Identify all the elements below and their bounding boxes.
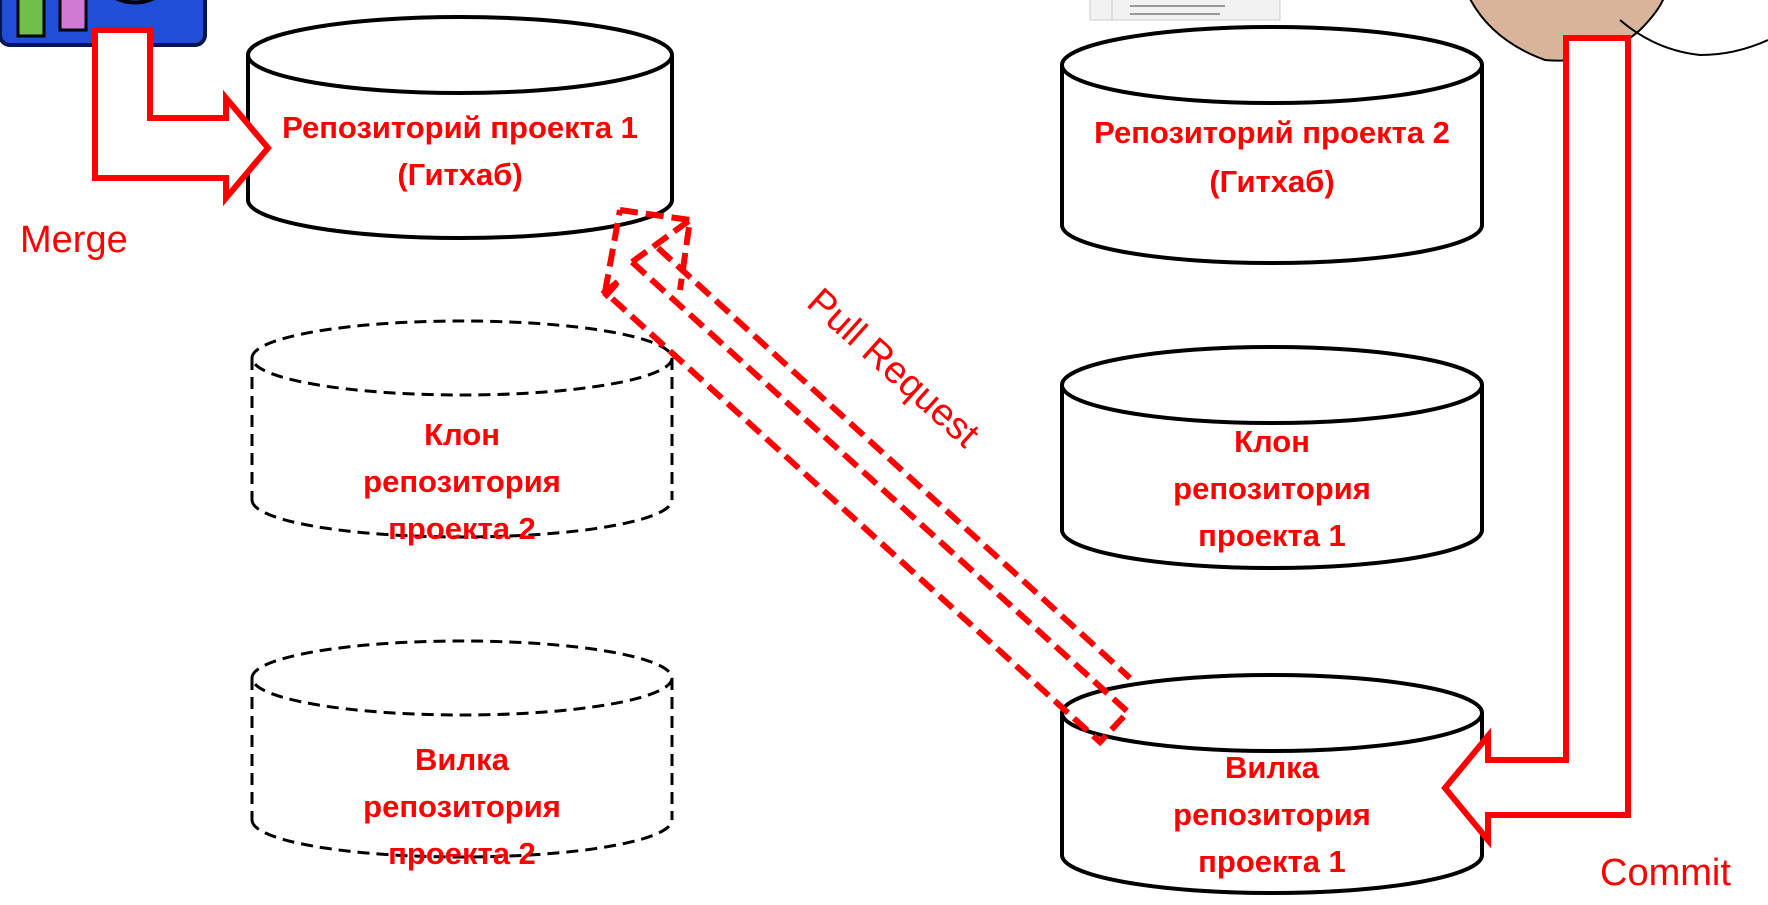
clone-project2-line-3: проекта 2 xyxy=(388,511,536,546)
clone-project1-line-1: Клон xyxy=(1234,424,1310,459)
clone-project1-line-3: проекта 1 xyxy=(1198,518,1346,553)
clone-project2-line-2: репозитория xyxy=(363,464,561,499)
repo-project2-line-2: (Гитхаб) xyxy=(1209,164,1334,199)
code-editor-icon xyxy=(1089,0,1281,21)
repo-project2-cylinder xyxy=(1060,25,1484,265)
pull-request-label: Pull Request xyxy=(799,280,988,456)
commit-label: Commit xyxy=(1600,852,1731,894)
merge-label: Merge xyxy=(20,219,128,261)
fork-project1-line-2: репозитория xyxy=(1173,797,1371,832)
fork-project2-label: Вилка репозитория проекта 2 xyxy=(363,742,561,871)
merge-arrow xyxy=(92,27,272,207)
commit-arrow xyxy=(1441,35,1631,849)
pull-request-arrow xyxy=(597,207,1133,747)
clone-project2-line-1: Клон xyxy=(424,417,500,452)
repo-project1-cylinder xyxy=(246,15,674,240)
clone-project2-cylinder xyxy=(250,319,674,539)
fork-project2-cylinder xyxy=(250,639,674,859)
repo-project2-line-1: Репозиторий проекта 2 xyxy=(1094,115,1450,150)
fork-project2-line-3: проекта 2 xyxy=(388,836,536,871)
repo-project1-label: Репозиторий проекта 1 (Гитхаб) xyxy=(282,110,638,192)
repo-project1-line-2: (Гитхаб) xyxy=(397,157,522,192)
clone-project1-line-2: репозитория xyxy=(1173,471,1371,506)
clone-project1-label: Клон репозитория проекта 1 xyxy=(1173,424,1371,553)
repo-project2-label: Репозиторий проекта 2 (Гитхаб) xyxy=(1094,115,1450,199)
fork-project1-label: Вилка репозитория проекта 1 xyxy=(1173,750,1371,879)
fork-project2-line-1: Вилка xyxy=(415,742,510,777)
clone-project1-cylinder xyxy=(1060,345,1484,570)
fork-project1-line-3: проекта 1 xyxy=(1198,844,1346,879)
repo-project1-line-1: Репозиторий проекта 1 xyxy=(282,110,638,145)
clone-project2-label: Клон репозитория проекта 2 xyxy=(363,417,561,546)
fork-project1-line-1: Вилка xyxy=(1225,750,1320,785)
fork-project1-cylinder xyxy=(1060,673,1484,895)
fork-project2-line-2: репозитория xyxy=(363,789,561,824)
